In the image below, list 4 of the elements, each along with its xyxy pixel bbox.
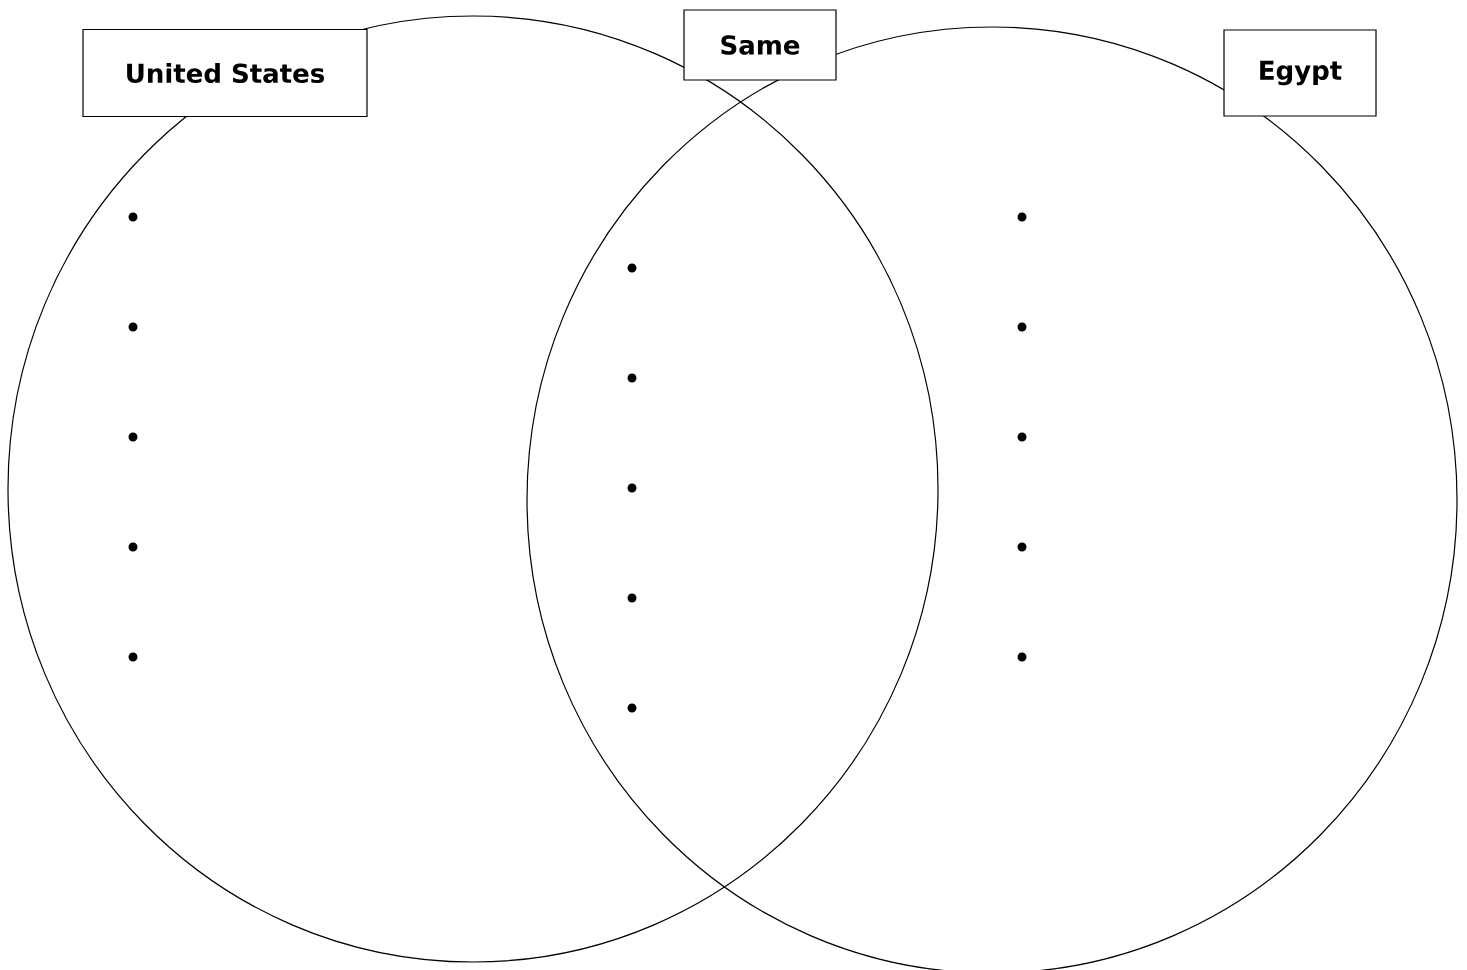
venn-circle bbox=[7, 15, 939, 963]
title-box: United States bbox=[82, 28, 368, 118]
title-box: Egypt bbox=[1223, 29, 1377, 117]
title-box: Same bbox=[683, 9, 837, 81]
